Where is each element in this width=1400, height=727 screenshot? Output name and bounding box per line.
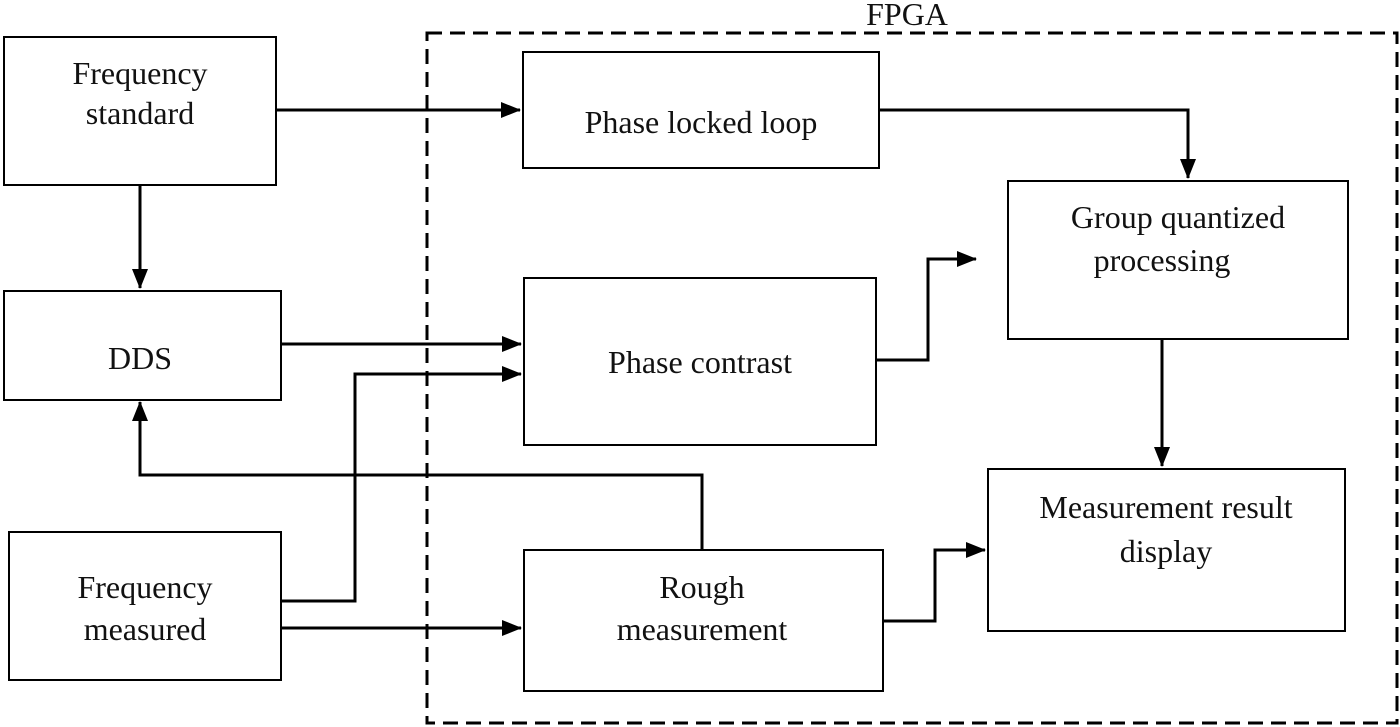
node-group-quantized-processing: Group quantized processing bbox=[1007, 180, 1349, 340]
edge-rough-to-dds bbox=[132, 401, 704, 550]
edge-pll-to-group bbox=[879, 108, 1196, 179]
node-label-line1: Rough bbox=[659, 569, 744, 605]
node-frequency-standard: Frequency standard bbox=[3, 36, 277, 186]
node-frequency-measured: Frequency measured bbox=[8, 531, 282, 681]
fpga-label: FPGA bbox=[866, 0, 948, 32]
node-rough-measurement: Rough measurement bbox=[523, 549, 884, 692]
node-label: Phase locked loop bbox=[585, 104, 818, 140]
node-phase-contrast: Phase contrast bbox=[523, 277, 877, 446]
node-label: DDS bbox=[108, 340, 172, 376]
node-label-line1: Group quantized bbox=[1071, 199, 1285, 235]
node-dds: DDS bbox=[3, 290, 282, 401]
node-label: Phase contrast bbox=[608, 344, 792, 380]
node-label-line1: Frequency bbox=[77, 569, 212, 605]
edge-rough-to-result bbox=[883, 542, 986, 623]
node-measurement-result-display: Measurement result display bbox=[987, 468, 1346, 632]
node-label-line2: measured bbox=[84, 611, 207, 647]
node-label-line2: standard bbox=[86, 95, 194, 131]
fpga-region bbox=[425, 31, 1399, 725]
node-phase-locked-loop: Phase locked loop bbox=[522, 51, 880, 169]
edge-phase-contrast-to-group bbox=[876, 251, 977, 362]
node-label-line2: processing bbox=[1094, 242, 1231, 278]
node-label-line2: measurement bbox=[617, 611, 788, 647]
edge-measured-to-phase-contrast bbox=[281, 366, 522, 603]
node-label-line1: Frequency bbox=[72, 55, 207, 91]
connections bbox=[132, 102, 1196, 636]
node-label-line2: display bbox=[1120, 533, 1212, 569]
node-label-line1: Measurement result bbox=[1039, 489, 1292, 525]
